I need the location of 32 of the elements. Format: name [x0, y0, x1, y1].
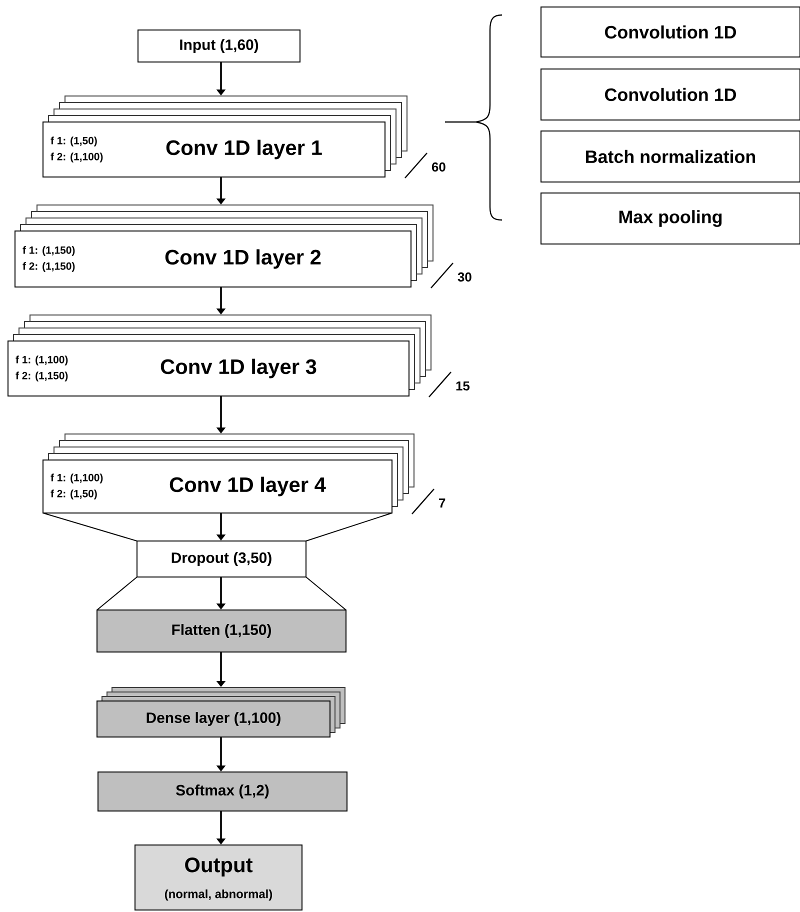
channel-count: 15	[456, 382, 470, 391]
layer-box: Dropout (3,50)	[136, 540, 306, 578]
output-box	[134, 844, 302, 910]
channel-count: 60	[432, 162, 446, 172]
layer-title: Conv 1D layer 3	[160, 358, 316, 378]
channel-count: 30	[458, 272, 472, 282]
channel-count: 7	[439, 498, 446, 508]
filter-size: f 1: (1,100)	[16, 356, 68, 366]
conv-layer-box	[14, 230, 412, 288]
layer-box: Batch normalization	[540, 130, 800, 182]
filter-size: f 1: (1,50)	[50, 136, 97, 146]
conv-layer-box	[8, 340, 410, 396]
layer-title: Conv 1D layer 2	[165, 249, 321, 269]
output-title: Output	[185, 858, 253, 876]
filter-size: f 2: (1,150)	[16, 372, 68, 382]
layer-title: Conv 1D layer 1	[166, 140, 322, 160]
layer-box: Dense layer (1,100)	[96, 700, 330, 738]
conv-layer-box	[42, 122, 386, 178]
filter-size: f 2: (1,100)	[50, 152, 103, 162]
layer-box: Convolution 1D	[540, 6, 800, 58]
layer-title: Conv 1D layer 4	[170, 476, 326, 496]
filter-size: f 2: (1,150)	[22, 262, 75, 272]
filter-size: f 1: (1,150)	[22, 246, 75, 256]
layer-box: Softmax (1,2)	[98, 772, 348, 812]
output-classes: (normal, abnormal)	[164, 889, 272, 901]
layer-box: Max pooling	[540, 192, 800, 244]
layer-box: Flatten (1,150)	[96, 610, 346, 652]
layer-box: Input (1,60)	[138, 30, 300, 62]
conv-layer-box	[42, 460, 392, 514]
layer-box: Convolution 1D	[540, 68, 800, 120]
filter-size: f 2: (1,50)	[50, 490, 97, 500]
filter-size: f 1: (1,100)	[50, 474, 103, 484]
